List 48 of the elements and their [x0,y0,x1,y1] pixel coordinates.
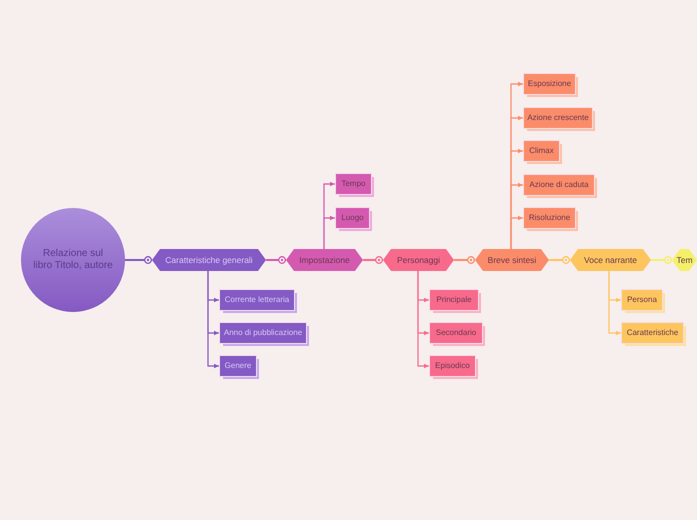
node-label: Tempo [341,179,366,189]
subtopic-box [523,73,576,95]
connector [510,216,523,249]
subtopic-box [621,289,663,311]
subtopic-box [219,355,257,377]
subtopic-box [621,322,684,344]
node-label: Risoluzione [528,213,570,223]
node-label: Caratteristiche generali [165,254,253,266]
connector [417,271,429,368]
node-label: Secondario [436,328,476,338]
connector [454,256,475,264]
subtopic-box [523,207,576,229]
subtopic-box [219,322,307,344]
node-label: Anno di pubblicazione [224,328,302,338]
node-label: Principale [436,295,472,305]
node-label: Corrente letteraria [224,295,290,305]
subtopic-box [429,355,476,377]
connector [125,256,152,264]
node-label: Climax [529,146,554,156]
node-label: Genere [224,361,252,371]
connector [651,256,672,264]
connector [266,256,286,264]
subtopic-box [219,289,295,311]
connector [608,271,621,336]
node-label: Esposizione [528,79,572,89]
node-label: Episodico [435,361,470,371]
node-label: Azione di caduta [529,180,589,190]
node-label: Impostazione [299,254,350,266]
subtopic-box [429,289,479,311]
subtopic-box [523,140,560,162]
subtopic-box [335,207,370,229]
subtopic-box [429,322,483,344]
connector [323,216,335,249]
node-label: Luogo [341,213,364,223]
node-label: Relazione sul libro Titolo, autore [33,248,113,272]
connector [549,256,570,264]
node-label: Caratteristiche [626,328,678,338]
connector [207,271,219,368]
connector [363,256,383,264]
node-label: Tem [676,254,693,266]
node-label: Voce narrante [584,254,637,266]
subtopic-box [523,107,593,129]
node-label: Breve sintesi [488,254,536,266]
node-label: Azione crescente [527,113,589,123]
subtopic-box [335,173,372,195]
subtopic-box [523,174,595,196]
node-label: Personaggi [396,254,440,266]
node-label: Persona [627,295,657,305]
